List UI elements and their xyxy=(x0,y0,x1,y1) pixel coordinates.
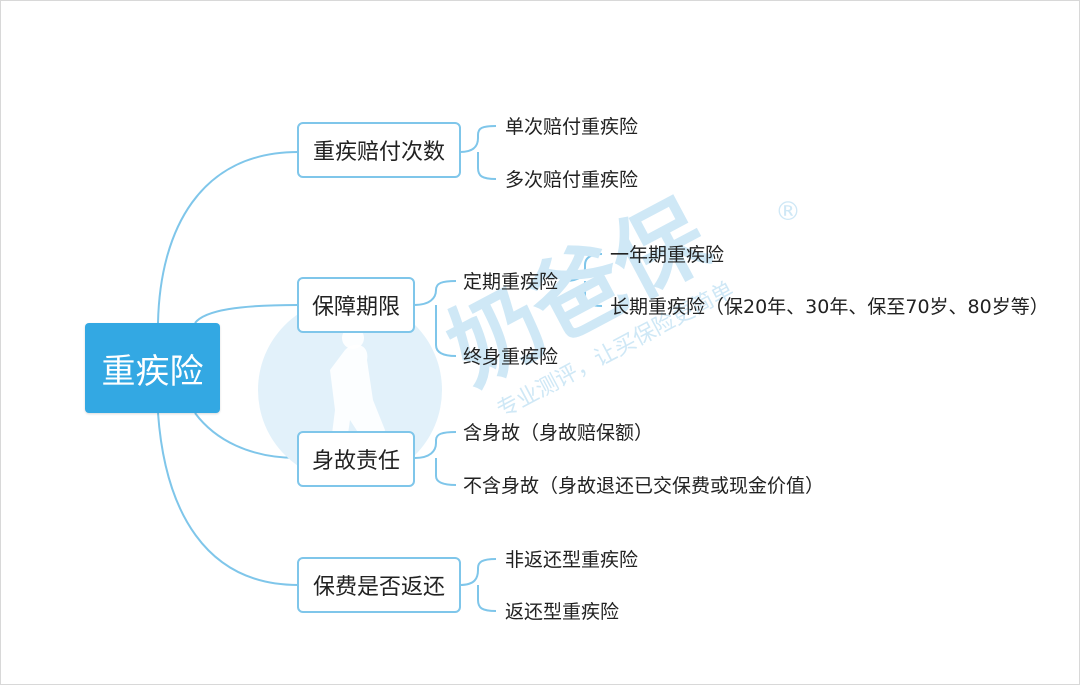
bracket-branch-3 xyxy=(414,431,457,486)
leaf-non-return-ci: 非返还型重疾险 xyxy=(505,549,639,571)
leaf-without-death-benefit: 不含身故（身故退还已交保费或现金价值） xyxy=(463,475,825,497)
leaf-single-payout: 单次赔付重疾险 xyxy=(505,116,639,138)
leaf-return-ci: 返还型重疾险 xyxy=(505,601,620,623)
bracket-branch-4 xyxy=(459,558,497,612)
leaf-lifetime-ci: 终身重疾险 xyxy=(463,346,559,368)
root-to-branch-2 xyxy=(194,304,299,324)
root-to-branch-4 xyxy=(157,412,299,586)
leaf-with-death-benefit: 含身故（身故赔保额） xyxy=(463,422,654,444)
root-node: 重疾险 xyxy=(85,323,220,413)
bracket-branch-2 xyxy=(413,280,457,357)
root-to-branch-3 xyxy=(194,412,299,459)
root-to-branch-1 xyxy=(157,151,299,324)
bracket-sub xyxy=(564,253,603,307)
leaf-multiple-payout: 多次赔付重疾险 xyxy=(505,169,639,191)
leaf-one-year-ci: 一年期重疾险 xyxy=(610,244,725,266)
leaf-term-ci: 定期重疾险 xyxy=(463,271,559,293)
leaf-long-term-ci: 长期重疾险（保20年、30年、保至70岁、80岁等） xyxy=(610,296,1049,318)
branch-node-premium-return: 保费是否返还 xyxy=(297,557,461,613)
branch-node-payout-times: 重疾赔付次数 xyxy=(297,122,461,178)
branch-node-death-benefit: 身故责任 xyxy=(297,431,415,487)
bracket-branch-1 xyxy=(459,125,497,180)
branch-node-coverage-term: 保障期限 xyxy=(297,277,415,333)
